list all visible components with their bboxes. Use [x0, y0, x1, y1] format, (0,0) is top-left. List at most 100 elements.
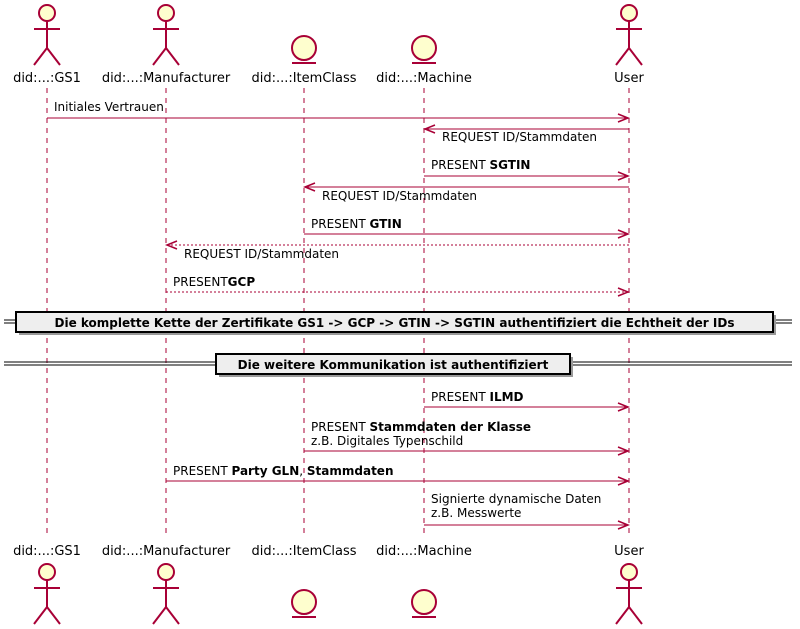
message-label: REQUEST ID/Stammdaten: [442, 130, 597, 144]
message-label-part: REQUEST ID/Stammdaten: [184, 247, 339, 261]
message-label: z.B. Digitales Typenschild: [311, 434, 463, 448]
entity-circle: [411, 35, 437, 61]
divider-1: Die weitere Kommunikation ist authentifi…: [4, 353, 792, 377]
participant-icon-top-machine: [411, 35, 437, 64]
participant-icon-bottom-user: [615, 563, 643, 625]
message-4: PRESENT GTIN: [304, 217, 631, 239]
actor-head: [157, 563, 175, 581]
participant-label-bottom-itemclass: did:...:ItemClass: [251, 544, 356, 559]
participant-icon-top-manufacturer: [152, 4, 180, 66]
message-label: PRESENT GTIN: [311, 217, 402, 231]
message-5: REQUEST ID/Stammdaten: [164, 240, 629, 261]
message-label-part: PRESENT: [311, 217, 369, 231]
divider-text: Die komplette Kette der Zertifikate GS1 …: [55, 316, 735, 330]
message-arrowhead: [617, 287, 631, 297]
participant-label-bottom-manufacturer: did:...:Manufacturer: [102, 544, 231, 559]
message-arrowhead: [617, 520, 631, 530]
entity-circle: [291, 35, 317, 61]
participant-icon-top-gs1: [33, 4, 61, 66]
actor-leg-right: [46, 47, 61, 66]
actor-leg-right: [165, 47, 180, 66]
actor-leg-left: [615, 47, 630, 66]
message-label: PRESENT Stammdaten der Klasse: [311, 420, 531, 434]
message-label: REQUEST ID/Stammdaten: [322, 189, 477, 203]
actor-head: [157, 4, 175, 22]
message-label-part: REQUEST ID/Stammdaten: [442, 130, 597, 144]
actor-leg-right: [628, 606, 643, 625]
message-2: PRESENT SGTIN: [424, 158, 631, 181]
participant-icon-bottom-machine: [411, 589, 437, 618]
message-6: PRESENTGCP: [166, 275, 631, 297]
message-arrowhead: [164, 240, 178, 250]
message-arrowhead: [422, 124, 436, 134]
actor-leg-right: [628, 47, 643, 66]
participant-icon-bottom-itemclass: [291, 589, 317, 618]
message-label-part: PRESENT: [311, 420, 369, 434]
participant-icon-top-itemclass: [291, 35, 317, 64]
actor-leg-right: [165, 606, 180, 625]
message-label: Initiales Vertrauen: [54, 100, 164, 114]
message-label-part: ,: [299, 464, 307, 478]
actor-head: [38, 563, 56, 581]
message-label-bold-part: GTIN: [369, 217, 401, 231]
message-label-bold-part: ILMD: [489, 390, 523, 404]
actor-head: [620, 563, 638, 581]
message-label-part: z.B. Digitales Typenschild: [311, 434, 463, 448]
participant-label-top-user: User: [614, 71, 644, 86]
participant-label-bottom-gs1: did:...:GS1: [13, 544, 81, 559]
message-label: z.B. Messwerte: [431, 506, 521, 520]
message-arrowhead: [617, 476, 631, 486]
entity-circle: [291, 589, 317, 615]
message-label: PRESENT SGTIN: [431, 158, 530, 172]
actor-leg-left: [152, 606, 167, 625]
message-0: Initiales Vertrauen: [47, 100, 631, 123]
message-label: REQUEST ID/Stammdaten: [184, 247, 339, 261]
message-label-bold-part: Stammdaten: [307, 464, 394, 478]
participant-label-bottom-user: User: [614, 544, 644, 559]
message-label: Signierte dynamische Daten: [431, 492, 601, 506]
message-arrowhead: [617, 402, 631, 412]
actor-head: [620, 4, 638, 22]
actor-leg-left: [33, 47, 48, 66]
participant-icon-bottom-gs1: [33, 563, 61, 625]
message-label-part: PRESENT: [173, 464, 231, 478]
actor-head: [38, 4, 56, 22]
message-label-part: PRESENT: [431, 390, 489, 404]
message-label-bold-part: Stammdaten der Klasse: [369, 420, 531, 434]
message-label-bold-part: SGTIN: [489, 158, 530, 172]
entity-circle: [411, 589, 437, 615]
message-arrowhead: [302, 182, 316, 192]
message-label: PRESENT Party GLN, Stammdaten: [173, 464, 393, 478]
participant-icon-top-user: [615, 4, 643, 66]
participant-label-bottom-machine: did:...:Machine: [376, 544, 472, 559]
participant-icon-bottom-manufacturer: [152, 563, 180, 625]
actor-leg-left: [152, 47, 167, 66]
message-label-part: PRESENT: [173, 275, 228, 289]
divider-0: Die komplette Kette der Zertifikate GS1 …: [4, 311, 792, 335]
actor-leg-left: [33, 606, 48, 625]
divider-text: Die weitere Kommunikation ist authentifi…: [238, 358, 549, 372]
message-7: PRESENT ILMD: [424, 390, 631, 412]
message-label-bold-part: Party GLN: [231, 464, 299, 478]
participant-label-top-itemclass: did:...:ItemClass: [251, 71, 356, 86]
message-1: REQUEST ID/Stammdaten: [422, 124, 629, 144]
message-label-part: REQUEST ID/Stammdaten: [322, 189, 477, 203]
message-label-part: Signierte dynamische Daten: [431, 492, 601, 506]
divider-box: [15, 311, 774, 333]
actor-leg-left: [615, 606, 630, 625]
participant-label-top-manufacturer: did:...:Manufacturer: [102, 71, 231, 86]
message-label-part: Initiales Vertrauen: [54, 100, 164, 114]
message-label: PRESENTGCP: [173, 275, 255, 289]
message-arrowhead: [617, 446, 631, 456]
message-arrowhead: [617, 171, 631, 181]
message-3: REQUEST ID/Stammdaten: [302, 182, 629, 203]
message-label-part: z.B. Messwerte: [431, 506, 521, 520]
divider-box: [215, 353, 571, 375]
message-9: PRESENT Party GLN, Stammdaten: [166, 464, 631, 486]
message-label-part: PRESENT: [431, 158, 489, 172]
actor-leg-right: [46, 606, 61, 625]
